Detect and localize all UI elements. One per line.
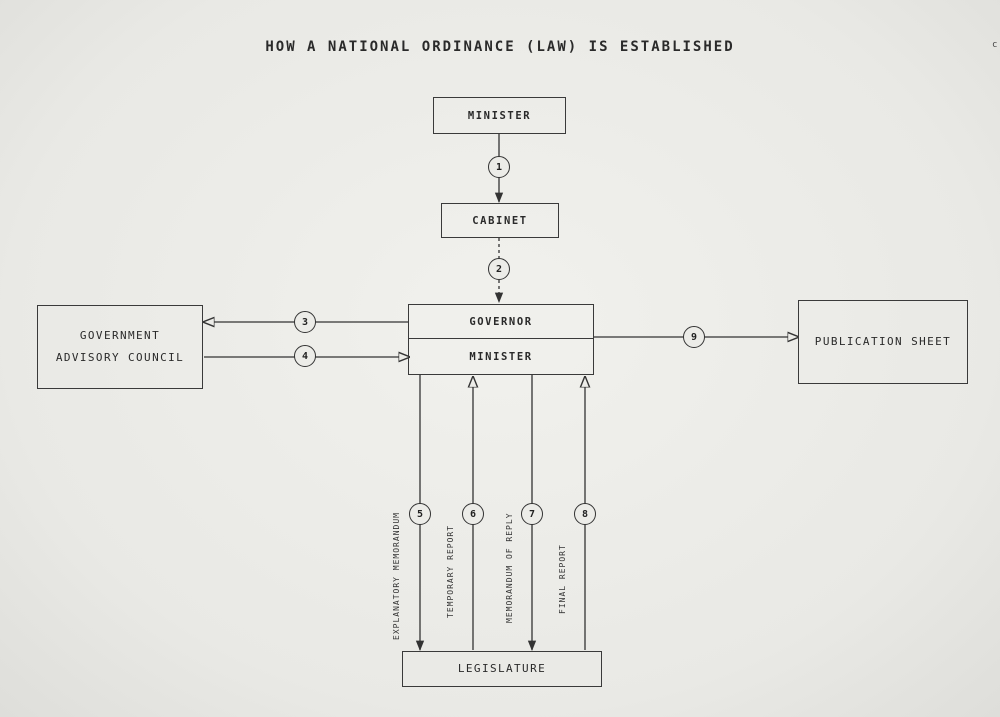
cabinet-label: CABINET — [472, 214, 528, 227]
legislature-label: LEGISLATURE — [457, 662, 547, 675]
governor-minister-box: GOVERNOR MINISTER — [408, 304, 594, 375]
governor-section: GOVERNOR — [409, 305, 593, 339]
advisory-council-box: GOVERNMENT ADVISORY COUNCIL — [37, 305, 203, 389]
step-6-marker: 6 — [462, 503, 484, 525]
page-title: HOW A NATIONAL ORDINANCE (LAW) IS ESTABL… — [265, 39, 735, 55]
memorandum-of-reply-label: MEMORANDUM OF REPLY — [505, 512, 514, 623]
corner-mark: c — [992, 40, 998, 50]
minister-top-label: MINISTER — [467, 109, 532, 122]
final-report-label: FINAL REPORT — [558, 544, 567, 614]
publication-sheet-box: PUBLICATION SHEET — [798, 300, 968, 384]
explanatory-memorandum-label: EXPLANATORY MEMORANDUM — [392, 512, 401, 640]
publication-label: PUBLICATION SHEET — [814, 335, 952, 348]
step-9-marker: 9 — [683, 326, 705, 348]
advisory-label-line2: ADVISORY COUNCIL — [55, 351, 185, 364]
step-1-marker: 1 — [488, 156, 510, 178]
cabinet-box: CABINET — [441, 203, 559, 238]
step-4-marker: 4 — [294, 345, 316, 367]
advisory-label-line1: GOVERNMENT — [79, 329, 161, 342]
minister-mid-label: MINISTER — [469, 350, 533, 363]
governor-label: GOVERNOR — [469, 315, 533, 328]
step-3-marker: 3 — [294, 311, 316, 333]
step-8-marker: 8 — [574, 503, 596, 525]
legislature-box: LEGISLATURE — [402, 651, 602, 687]
step-7-marker: 7 — [521, 503, 543, 525]
minister-mid-section: MINISTER — [409, 339, 593, 374]
minister-top-box: MINISTER — [433, 97, 566, 134]
step-5-marker: 5 — [409, 503, 431, 525]
step-2-marker: 2 — [488, 258, 510, 280]
temporary-report-label: TEMPORARY REPORT — [446, 524, 455, 618]
